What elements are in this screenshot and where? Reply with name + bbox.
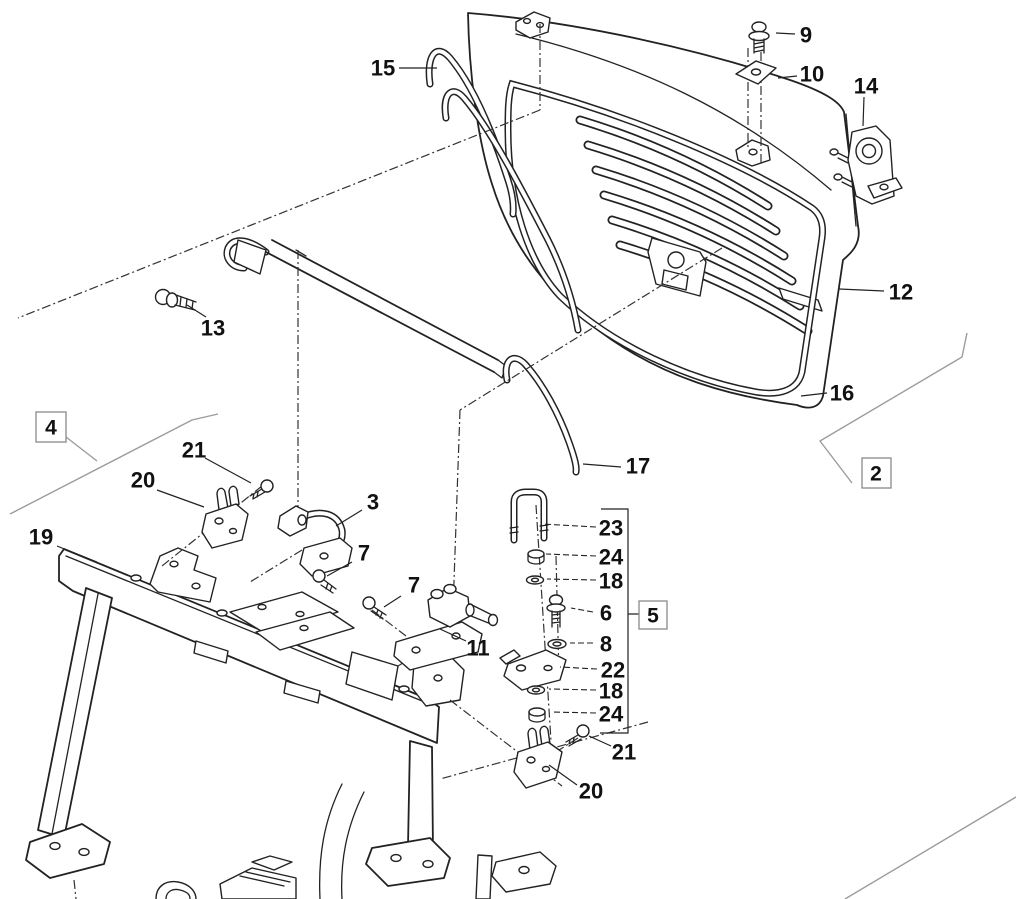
callout-13: 13 — [201, 316, 225, 341]
part-19-support-frame — [25, 547, 465, 899]
callout-5-boxed: 5 — [647, 605, 659, 628]
part-7-screw-lower — [362, 596, 387, 620]
callout-2-boxed: 2 — [870, 463, 882, 486]
part-11-latch-assembly — [393, 583, 499, 671]
callout-11: 11 — [466, 636, 489, 661]
part-7-screw-upper — [312, 569, 337, 594]
callout-10: 10 — [800, 62, 824, 87]
callout-14: 14 — [854, 74, 879, 99]
part-24-nut-lower — [528, 707, 546, 723]
part-24-nut-upper — [527, 549, 545, 565]
callout-21b: 21 — [612, 740, 636, 765]
callout-20b: 20 — [579, 779, 603, 804]
part-18-washer-upper — [525, 575, 545, 585]
callout-7a: 7 — [358, 541, 370, 566]
part-17-trim-strip — [502, 355, 580, 476]
callout-3: 3 — [367, 490, 379, 515]
callout-19: 19 — [29, 525, 53, 550]
hood-edge-strip — [441, 88, 582, 334]
callout-box-5 — [638, 600, 668, 630]
corner-boundary-line — [844, 796, 1016, 899]
callout-6: 6 — [600, 601, 612, 626]
callout-8: 8 — [600, 632, 612, 657]
part-6-flange-bolt — [546, 594, 566, 628]
group-5-bracket — [600, 508, 639, 734]
callout-24b: 24 — [599, 702, 624, 727]
callout-18b: 18 — [599, 679, 623, 704]
callout-18a: 18 — [599, 569, 623, 594]
part-20-bracket-upper — [201, 485, 249, 549]
part-14-hinge-bracket — [829, 125, 903, 205]
hood-latch-plate — [647, 237, 707, 297]
callout-24a: 24 — [599, 545, 624, 570]
leader-lines — [56, 32, 885, 786]
callout-15: 15 — [371, 56, 395, 81]
callout-21a: 21 — [182, 438, 206, 463]
callout-labels: 15 9 10 14 12 16 13 17 23 24 18 6 8 22 1… — [29, 23, 913, 804]
group-2-boundary-line — [819, 332, 968, 484]
group-4-boundary-line — [9, 413, 219, 515]
part-13-flange-bolt — [154, 288, 197, 311]
part-23-u-bolt — [509, 488, 549, 544]
callout-23: 23 — [599, 516, 623, 541]
callout-box-4 — [35, 411, 67, 443]
part-18-washer-lower — [526, 685, 546, 695]
group-4-box-leader — [65, 436, 98, 462]
part-22-bracket-plate — [499, 649, 567, 691]
part-9-flange-bolt — [748, 21, 770, 54]
callout-20a: 20 — [131, 468, 155, 493]
callout-7b: 7 — [408, 573, 420, 598]
callout-boxes — [35, 411, 892, 630]
callout-12: 12 — [889, 280, 913, 305]
part-10-retainer-plate — [735, 60, 777, 85]
part-15-trim-strip — [425, 47, 517, 218]
hood-grille-louvers — [575, 115, 813, 336]
callout-4-boxed: 4 — [45, 417, 57, 440]
hood-crease-line — [515, 33, 832, 191]
part-20-bracket-lower — [513, 725, 563, 789]
part-3-handle-bracket — [277, 505, 353, 577]
bottom-partial-parts — [155, 851, 557, 899]
callout-box-2 — [861, 457, 892, 489]
group-boundary-lines — [9, 332, 1016, 899]
callout-22: 22 — [601, 658, 625, 683]
support-cross-bar — [223, 237, 507, 379]
part-21-screw-lower — [565, 724, 590, 747]
part-21-screw-upper — [249, 479, 274, 500]
callout-16: 16 — [830, 381, 854, 406]
callout-17: 17 — [626, 454, 650, 479]
callout-9: 9 — [800, 23, 812, 48]
part-8-washer — [547, 638, 567, 650]
